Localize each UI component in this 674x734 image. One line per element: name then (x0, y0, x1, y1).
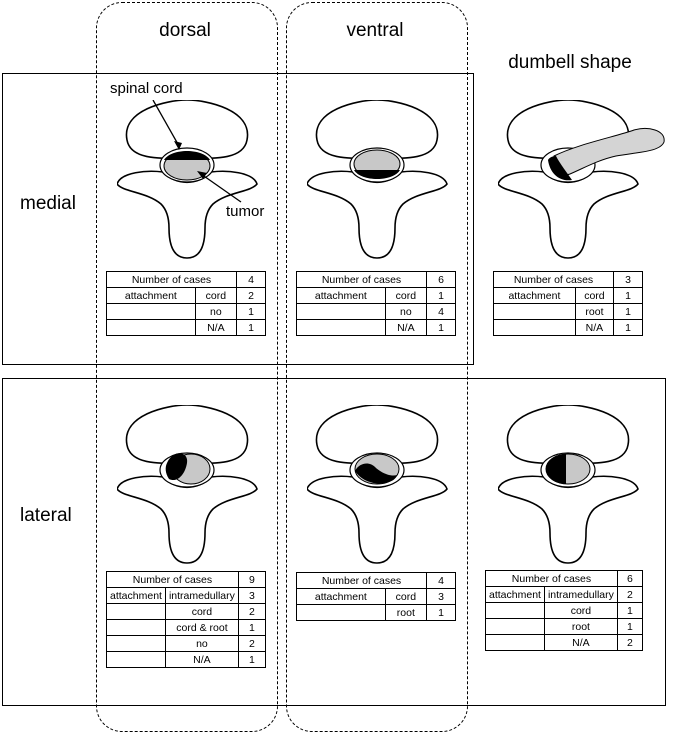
row-label: N/A (194, 319, 238, 336)
row-value: 1 (613, 303, 643, 320)
row-value: 2 (616, 586, 644, 603)
row-label: cord (384, 287, 428, 304)
row-value: 2 (237, 603, 267, 620)
table-header: Number of cases (296, 271, 427, 288)
row-label: no (384, 303, 428, 320)
table-total: 4 (236, 271, 266, 288)
column-header-dumbbell: dumbell shape (508, 52, 632, 73)
table-header: Number of cases (106, 571, 239, 588)
row-value: 1 (616, 618, 644, 635)
row-label: no (194, 303, 238, 320)
row-label-lateral: lateral (20, 505, 72, 526)
blank-cell (106, 651, 166, 668)
attachment-label: attachment (296, 287, 386, 304)
blank-cell (485, 602, 545, 619)
row-value: 1 (426, 604, 456, 621)
row-value: 1 (613, 287, 643, 304)
attachment-label: attachment (106, 587, 166, 604)
ventral-column-box (286, 2, 468, 732)
table-header: Number of cases (296, 572, 427, 589)
callout-spinal-cord: spinal cord (110, 80, 183, 97)
row-label: cord (384, 588, 428, 605)
row-value: 2 (237, 635, 267, 652)
blank-cell (106, 319, 196, 336)
blank-cell (296, 604, 386, 621)
row-label: cord (543, 602, 618, 619)
row-value: 1 (613, 319, 643, 336)
row-label: cord (164, 603, 239, 620)
row-value: 1 (426, 287, 456, 304)
table-total: 4 (426, 572, 456, 589)
attachment-label: attachment (106, 287, 196, 304)
row-value: 3 (237, 587, 267, 604)
callout-tumor: tumor (226, 203, 265, 220)
row-label: no (164, 635, 239, 652)
lateral-ventral-figure (307, 405, 448, 564)
lateral-dorsal-figure (117, 405, 258, 564)
row-value: 2 (236, 287, 266, 304)
table-total: 3 (613, 271, 643, 288)
medial-dorsal-figure (117, 100, 258, 259)
medial-ventral-figure (307, 100, 448, 259)
blank-cell (106, 603, 166, 620)
row-label: N/A (543, 634, 618, 651)
blank-cell (106, 635, 166, 652)
row-value: 3 (426, 588, 456, 605)
row-value: 2 (616, 634, 644, 651)
table-total: 6 (426, 271, 456, 288)
attachment-label: attachment (493, 287, 576, 304)
row-label: intramedullary (164, 587, 239, 604)
table-header: Number of cases (106, 271, 237, 288)
row-value: 1 (237, 651, 267, 668)
blank-cell (493, 303, 576, 320)
attachment-label: attachment (296, 588, 386, 605)
row-label: cord & root (164, 619, 239, 636)
lateral-row-box (2, 378, 666, 706)
table-total: 9 (237, 571, 267, 588)
row-label: root (574, 303, 615, 320)
table-total: 6 (616, 570, 644, 587)
table-header: Number of cases (493, 271, 614, 288)
blank-cell (296, 303, 386, 320)
attachment-label: attachment (485, 586, 545, 603)
row-value: 1 (426, 319, 456, 336)
row-label: intramedullary (543, 586, 618, 603)
dorsal-column-box (96, 2, 278, 732)
row-value: 1 (236, 303, 266, 320)
medial-dumbbell-figure (498, 100, 665, 259)
row-label: root (384, 604, 428, 621)
row-label-medial: medial (20, 193, 76, 214)
blank-cell (106, 619, 166, 636)
table-header: Number of cases (485, 570, 618, 587)
column-header-ventral: ventral (346, 20, 404, 41)
medial-row-box (2, 73, 474, 365)
column-header-dorsal: dorsal (159, 20, 211, 41)
row-value: 1 (616, 602, 644, 619)
row-label: cord (194, 287, 238, 304)
lateral-dumbbell-figure (498, 405, 639, 564)
row-label: root (543, 618, 618, 635)
blank-cell (493, 319, 576, 336)
row-value: 1 (237, 619, 267, 636)
row-value: 4 (426, 303, 456, 320)
row-label: cord (574, 287, 615, 304)
row-label: N/A (384, 319, 428, 336)
row-label: N/A (164, 651, 239, 668)
row-value: 1 (236, 319, 266, 336)
blank-cell (106, 303, 196, 320)
blank-cell (485, 618, 545, 635)
row-label: N/A (574, 319, 615, 336)
blank-cell (485, 634, 545, 651)
blank-cell (296, 319, 386, 336)
